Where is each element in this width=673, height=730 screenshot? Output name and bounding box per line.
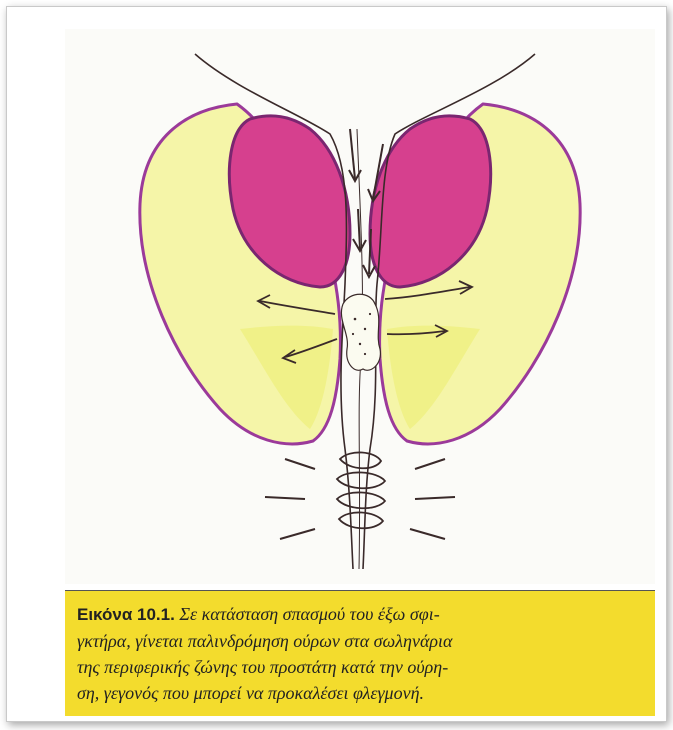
prostate-diagram-svg <box>65 29 655 584</box>
caption-line-2: γκτήρα, γίνεται παλινδρόμηση ούρων στα σ… <box>77 628 643 654</box>
verumontanum <box>341 294 380 370</box>
external-sphincter-coils <box>337 452 385 528</box>
prostate-diagram <box>65 29 655 584</box>
caption-label: Εικόνα 10.1. <box>77 605 175 624</box>
caption-line-1: Εικόνα 10.1. Σε κατάσταση σπασμού του έξ… <box>77 601 643 628</box>
figure-caption: Εικόνα 10.1. Σε κατάσταση σπασμού του έξ… <box>65 590 655 716</box>
caption-line-4: ση, γεγονός που μπορεί να προκαλέσει φλε… <box>77 680 643 706</box>
caption-text-1: Σε κατάσταση σπασμού του έξω σφι- <box>175 604 440 624</box>
caption-line-3: της περιφερικής ζώνης του προστάτη κατά … <box>77 654 643 680</box>
figure-frame: Εικόνα 10.1. Σε κατάσταση σπασμού του έξ… <box>6 6 667 722</box>
